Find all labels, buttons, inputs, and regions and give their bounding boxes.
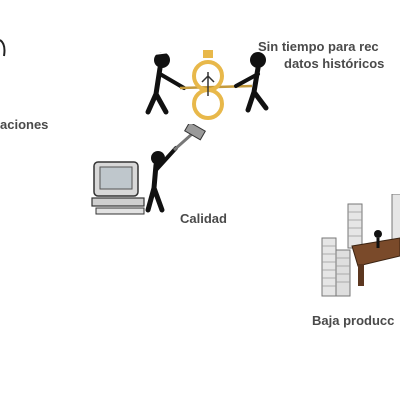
label-line-1: Sin tiempo para rec — [258, 39, 379, 54]
label-quality: Calidad — [180, 211, 227, 226]
paperwork-desk-icon — [321, 194, 400, 297]
label-line-2: datos históricos — [284, 56, 385, 71]
label-relations-partial: aciones — [0, 117, 49, 132]
label-low-productivity: Baja producc — [312, 313, 395, 328]
label-no-time-historical-data: Sin tiempo para rec datos históricos — [258, 38, 384, 72]
edge-fragment-icon — [0, 39, 6, 57]
tug-of-war-clock-icon — [145, 50, 269, 120]
computer-smash-icon — [91, 124, 206, 215]
